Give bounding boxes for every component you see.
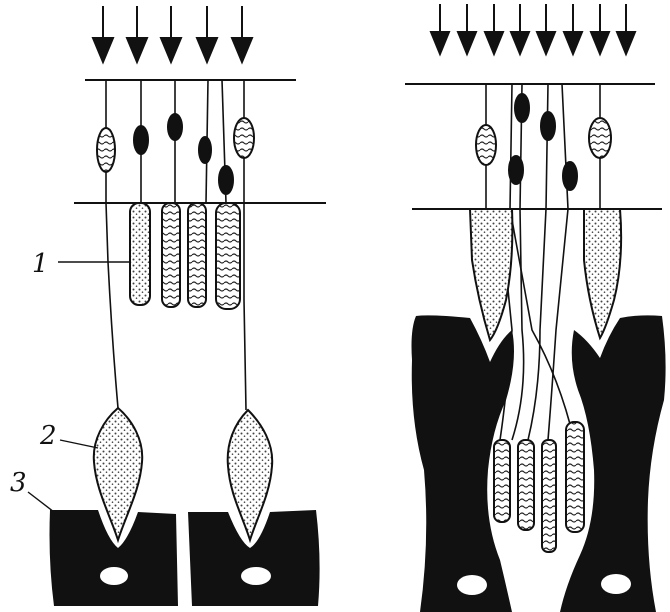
left-ganglion-cell xyxy=(228,410,273,540)
left-rod xyxy=(188,203,206,307)
right-nucleus xyxy=(515,94,529,122)
left-long-fibre xyxy=(244,203,246,410)
left-nucleus xyxy=(134,126,148,154)
left-nucleus xyxy=(199,137,211,163)
label-1: 1 xyxy=(32,251,49,277)
right-light-arrows xyxy=(431,4,635,54)
left-nucleus xyxy=(234,118,254,158)
right-nucleus xyxy=(509,156,523,184)
right-nucleus xyxy=(541,112,555,140)
right-rod xyxy=(542,440,556,552)
left-light-arrows xyxy=(93,6,252,62)
left-panel xyxy=(58,6,326,540)
label-2: 2 xyxy=(40,423,57,449)
right-nucleus xyxy=(476,125,496,165)
right-pigment-nucleus xyxy=(601,574,631,594)
label-3: 3 xyxy=(10,470,27,496)
right-pigment-nucleus xyxy=(457,575,487,595)
left-nucleus xyxy=(168,114,182,140)
left-pigment-nucleus xyxy=(241,567,271,585)
left-rod xyxy=(216,203,240,309)
left-long-fibre xyxy=(106,203,118,408)
right-nucleus xyxy=(589,118,611,158)
right-rod xyxy=(494,440,510,522)
right-nucleus xyxy=(563,162,577,190)
right-cone-cell xyxy=(470,209,512,340)
left-nucleus xyxy=(219,166,233,194)
left-rod xyxy=(130,203,150,305)
left-rod xyxy=(162,203,180,307)
left-pigment-nucleus xyxy=(100,567,128,585)
right-cone-cell xyxy=(584,209,621,338)
left-nucleus xyxy=(97,128,115,172)
right-rod xyxy=(566,422,584,532)
right-rod xyxy=(518,440,534,530)
